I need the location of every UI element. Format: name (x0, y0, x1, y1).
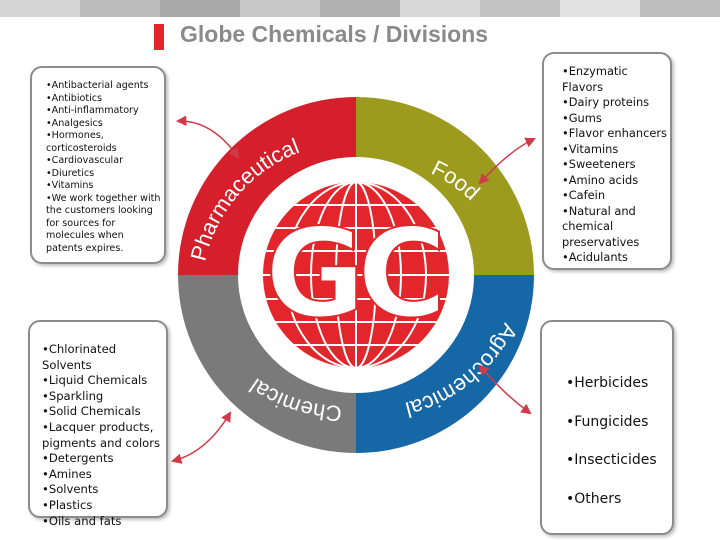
ring-segment-agrochemical (356, 275, 534, 453)
list-item: •Flavor enhancers (562, 126, 667, 140)
list-item: •Diuretics (46, 167, 95, 179)
page-title: Globe Chemicals / Divisions (180, 21, 489, 47)
strip-segment (640, 0, 720, 17)
list-item: •Antibacterial agents (46, 80, 149, 91)
list-item: •Amino acids (562, 172, 639, 187)
ring-segment-chemical (178, 275, 356, 453)
list-item: •Vitamins (46, 180, 94, 191)
logo-letters: GC (265, 203, 439, 345)
list-item: •Cardiovascular (46, 155, 124, 166)
ring-segment-food (356, 97, 534, 275)
list-item: •Gums (562, 110, 602, 125)
list-item: •Sweeteners (562, 157, 636, 171)
list-item: •Insecticides (566, 452, 657, 468)
list-item: •Solvents (42, 482, 99, 497)
ring-segment-pharmaceutical (178, 97, 356, 275)
list-item: •Anti-inflammatory (46, 105, 139, 116)
list-item: •Sparkling (42, 388, 104, 403)
list-item: •Liquid Chemicals (42, 373, 148, 388)
strip-segment (560, 0, 640, 17)
agrochemical-products-list: •Herbicides •Fungicides •Insecticides •O… (566, 364, 668, 518)
chemical-products-box: •Chlorinated Solvents •Liquid Chemicals … (28, 320, 168, 528)
arrow-agrochemical (478, 364, 532, 415)
list-item: •Acidulants (562, 250, 628, 264)
strip-segment (480, 0, 560, 17)
arrow-food (478, 137, 536, 185)
list-item: •Oils and fats (42, 513, 122, 528)
strip-segment (0, 0, 80, 17)
list-item: •Antibiotics (46, 92, 103, 104)
list-item: •Solid Chemicals (42, 404, 141, 419)
list-item: •We work together with the customers loo… (46, 192, 161, 254)
strip-segment (320, 0, 400, 17)
food-products-list: •Enzymatic Flavors •Dairy proteins •Gums… (562, 64, 668, 266)
strip-segment (160, 0, 240, 17)
globe-logo: GC (246, 165, 466, 385)
list-item: •Vitamins (562, 141, 619, 156)
chemical-products-list: •Chlorinated Solvents •Liquid Chemicals … (42, 342, 164, 529)
list-item: •Chlorinated Solvents (42, 342, 117, 372)
food-products-box: •Enzymatic Flavors •Dairy proteins •Gums… (542, 52, 672, 270)
list-item: •Herbicides (566, 375, 649, 391)
arrow-chemical (170, 411, 232, 464)
list-item: •Analgesics (46, 117, 103, 129)
list-item: •Fungicides (566, 413, 649, 430)
list-item: •Dairy proteins (562, 95, 650, 109)
agrochemical-products-box: •Herbicides •Fungicides •Insecticides •O… (540, 320, 674, 535)
list-item: •Cafein (562, 188, 606, 202)
arrow-pharmaceutical (175, 115, 240, 159)
pharmaceutical-products-box: •Antibacterial agents •Antibiotics •Anti… (30, 66, 166, 264)
list-item: •Amines (42, 466, 92, 481)
list-item: •Plastics (42, 497, 93, 512)
list-item: •Others (566, 490, 622, 507)
strip-segment (80, 0, 160, 17)
list-item: •Lacquer products, pigments and colors (42, 419, 161, 450)
pharmaceutical-products-list: •Antibacterial agents •Antibiotics •Anti… (46, 80, 162, 255)
list-item: •Hormones, corticosteroids (46, 130, 117, 154)
list-item: •Detergents (42, 451, 114, 466)
list-item: •Natural and chemical preservatives (562, 203, 640, 249)
strip-segment (240, 0, 320, 17)
title-accent-bar (154, 24, 164, 50)
strip-segment (400, 0, 480, 17)
list-item: •Enzymatic Flavors (562, 64, 628, 94)
top-decorative-strip (0, 0, 720, 17)
